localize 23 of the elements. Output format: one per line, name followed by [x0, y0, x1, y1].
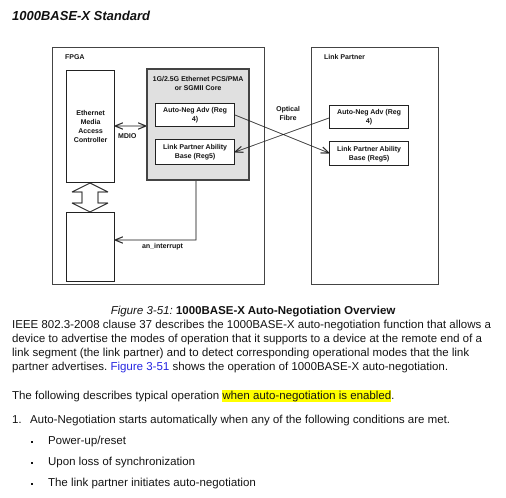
highlighted-text: when auto-negotiation is enabled: [222, 390, 392, 402]
link-partner-block: [311, 47, 439, 285]
arrow: [114, 180, 196, 244]
paragraph: The following describes typical operation when auto-negotiation is enabled.: [12, 389, 394, 403]
list-item: Auto-Negotiation starts automatically when any of the following conditions are met.: [30, 413, 450, 427]
register-box: [329, 105, 409, 129]
register-box: [155, 139, 235, 165]
double-arrow: [72, 182, 108, 213]
register-box: [155, 103, 235, 127]
list-number: 1.: [12, 413, 22, 427]
processor-box: [66, 212, 115, 282]
fpga-block: [52, 47, 265, 285]
list-item: The link partner initiates auto-negotiation: [48, 476, 256, 490]
core-block: [146, 68, 250, 181]
section-heading: 1000BASE-X Standard: [12, 7, 150, 25]
arrow: [114, 122, 147, 130]
list-item: Power-up/reset: [48, 434, 126, 448]
controller-box: [66, 70, 115, 183]
figure-link: Figure 3-51: [110, 361, 170, 373]
figure-caption: Figure 3-51: 1000BASE-X Auto-Negotiation Overview: [110, 305, 396, 317]
list-item: Upon loss of synchronization: [48, 455, 196, 469]
register-box: [329, 141, 409, 166]
paragraph: IEEE 802.3-2008 clause 37 describes the 1000BASE-X auto-negotiation function that allows a device to advertise the modes of operation that it supports to a device at the remote end of a link segment (the link partner) and to detect corresponding operational modes that the link partner advertises. Figure 3-51 shows the operation of 1000BASE-X auto-negotiation.: [12, 318, 492, 374]
